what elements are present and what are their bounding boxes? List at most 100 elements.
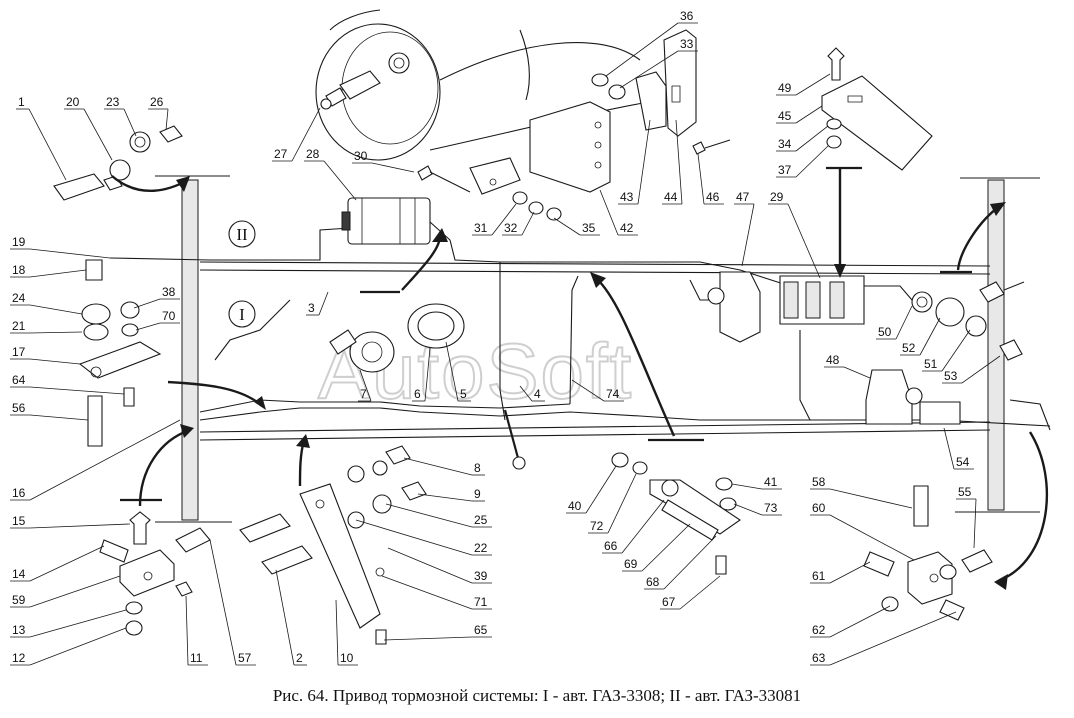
leader-line-37 — [796, 146, 828, 177]
component-48 — [866, 370, 960, 424]
lower-mid-right-parts — [612, 453, 740, 574]
callout-2: 2 — [296, 651, 303, 665]
leader-line-24 — [30, 305, 82, 314]
circuit-ii-label: II — [236, 225, 248, 244]
component-29 — [780, 276, 864, 324]
leader-line-32 — [522, 212, 534, 235]
callout-29: 29 — [770, 190, 784, 204]
leader-line-51 — [942, 330, 970, 371]
callout-38: 38 — [162, 285, 176, 299]
leader-line-17 — [30, 359, 80, 364]
leader-line-5 — [446, 342, 458, 401]
leader-line-8 — [404, 458, 472, 475]
leader-line-9 — [418, 494, 472, 501]
callout-60: 60 — [812, 501, 826, 515]
callout-48: 48 — [826, 353, 840, 367]
leader-line-53 — [962, 356, 1000, 383]
callout-20: 20 — [66, 95, 80, 109]
leader-lines — [10, 23, 1000, 665]
leader-line-22 — [356, 520, 472, 555]
leader-line-38 — [134, 299, 160, 308]
leader-line-35 — [554, 218, 580, 235]
air-receiver-tank — [316, 10, 660, 160]
leader-line-11 — [186, 596, 188, 665]
callout-66: 66 — [604, 539, 618, 553]
callout-57: 57 — [238, 651, 252, 665]
leader-line-65 — [384, 637, 472, 640]
leader-line-18 — [30, 270, 86, 277]
callout-42: 42 — [620, 221, 634, 235]
callout-69: 69 — [624, 557, 638, 571]
callout-9: 9 — [474, 487, 481, 501]
callout-41: 41 — [764, 475, 778, 489]
leader-line-40 — [586, 466, 616, 513]
leader-line-25 — [386, 504, 472, 527]
callout-53: 53 — [944, 369, 958, 383]
callout-59: 59 — [12, 593, 26, 607]
callout-25: 25 — [474, 513, 488, 527]
callout-17: 17 — [12, 345, 26, 359]
callout-43: 43 — [620, 190, 634, 204]
callout-37: 37 — [778, 163, 792, 177]
callout-39: 39 — [474, 569, 488, 583]
lower-middle-parts — [240, 446, 426, 644]
callout-56: 56 — [12, 401, 26, 415]
leader-line-15 — [30, 524, 130, 528]
callout-31: 31 — [474, 221, 488, 235]
section-marks — [120, 168, 972, 500]
leader-line-68 — [664, 536, 716, 589]
callout-28: 28 — [306, 147, 320, 161]
callout-74: 74 — [606, 387, 620, 401]
figure-caption: Рис. 64. Привод тормозной системы: I - а… — [272, 686, 802, 705]
leader-line-10 — [336, 600, 338, 665]
callout-62: 62 — [812, 623, 826, 637]
callout-23: 23 — [106, 95, 120, 109]
leader-line-21 — [30, 332, 82, 333]
leader-line-61 — [830, 562, 870, 583]
callout-50: 50 — [878, 325, 892, 339]
leader-line-33 — [620, 51, 678, 88]
lower-right-parts — [864, 486, 992, 620]
leader-line-4 — [520, 386, 532, 401]
leader-line-30 — [372, 163, 414, 172]
circuit-i-label: I — [239, 305, 245, 324]
leader-line-63 — [830, 612, 956, 665]
leader-line-34 — [796, 126, 828, 151]
callout-40: 40 — [568, 499, 582, 513]
leader-line-13 — [30, 610, 126, 637]
leader-line-64 — [30, 387, 124, 394]
callout-73: 73 — [764, 501, 778, 515]
leader-line-41 — [732, 484, 762, 489]
callout-65: 65 — [474, 623, 488, 637]
leader-line-47 — [742, 204, 754, 266]
callout-63: 63 — [812, 651, 826, 665]
callout-labels: 1234567891011121314151617181920212223242… — [12, 9, 972, 665]
leader-line-54 — [944, 428, 954, 469]
leader-line-52 — [920, 318, 940, 355]
callout-52: 52 — [902, 341, 916, 355]
leader-line-72 — [608, 474, 636, 533]
circuit-markers: II I — [229, 221, 255, 327]
callout-54: 54 — [956, 455, 970, 469]
right-fittings — [912, 282, 1024, 360]
callout-22: 22 — [474, 541, 488, 555]
callout-18: 18 — [12, 263, 26, 277]
leader-line-69 — [642, 524, 690, 571]
callout-34: 34 — [778, 137, 792, 151]
circuit-ii-marker — [229, 221, 255, 247]
leader-line-48 — [844, 367, 870, 378]
callout-35: 35 — [582, 221, 596, 235]
leader-line-73 — [734, 504, 762, 515]
assembly-arrows — [112, 168, 1047, 590]
leader-line-39 — [388, 548, 472, 583]
leader-line-46 — [698, 154, 704, 204]
callout-19: 19 — [12, 235, 26, 249]
callout-47: 47 — [736, 190, 750, 204]
leader-line-1 — [29, 109, 66, 180]
leader-line-14 — [30, 546, 104, 581]
leader-line-66 — [622, 500, 664, 553]
leader-line-62 — [830, 606, 890, 637]
leader-line-67 — [680, 576, 720, 609]
callout-61: 61 — [812, 569, 826, 583]
callout-14: 14 — [12, 567, 26, 581]
